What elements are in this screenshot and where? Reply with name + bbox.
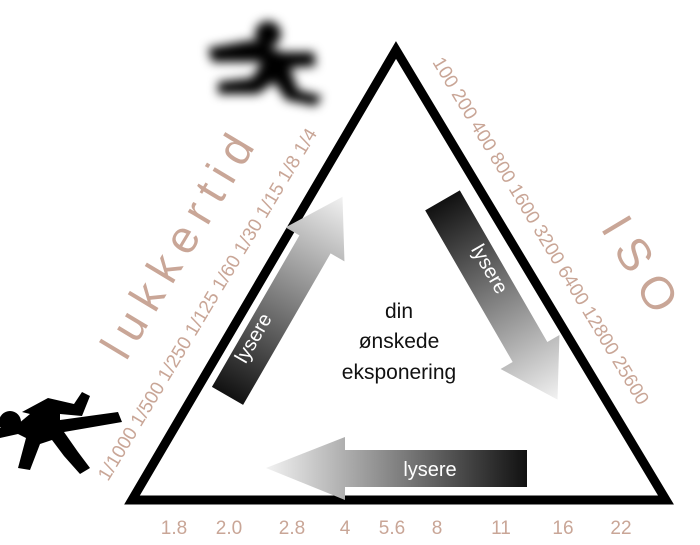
iso-value: 12800 (577, 303, 622, 359)
aperture-value: 1.8 (161, 518, 187, 539)
center-label-line-2: ønskede (359, 330, 440, 353)
aperture-value: 4 (340, 518, 351, 539)
center-label-line-3: eksponering (342, 361, 456, 384)
iso-title: ISO (591, 206, 695, 332)
shutter-value: 1/1000 (94, 424, 142, 485)
bottom-brighter-arrow: lysere (266, 437, 527, 500)
running-person-blurred-icon (208, 21, 322, 106)
exposure-triangle (124, 41, 674, 505)
aperture-value: 22 (610, 518, 631, 539)
right-brighter-arrow: lysere (425, 190, 560, 400)
aperture-value: 11 (491, 518, 511, 539)
iso-value: 25600 (607, 353, 652, 409)
aperture-scale: 1.8 2.0 2.8 4 5.6 8 11 16 22 (161, 518, 632, 539)
aperture-value: 8 (432, 518, 443, 539)
bottom-arrow-label: lysere (403, 459, 456, 481)
aperture-value: 2.0 (216, 518, 242, 539)
aperture-value: 2.8 (279, 518, 305, 539)
aperture-value: 16 (552, 518, 573, 539)
center-label-line-1: din (385, 300, 413, 323)
iso-title-group: ISO (591, 206, 695, 332)
aperture-value: 5.6 (379, 518, 405, 539)
running-person-sharp-icon (0, 392, 122, 474)
